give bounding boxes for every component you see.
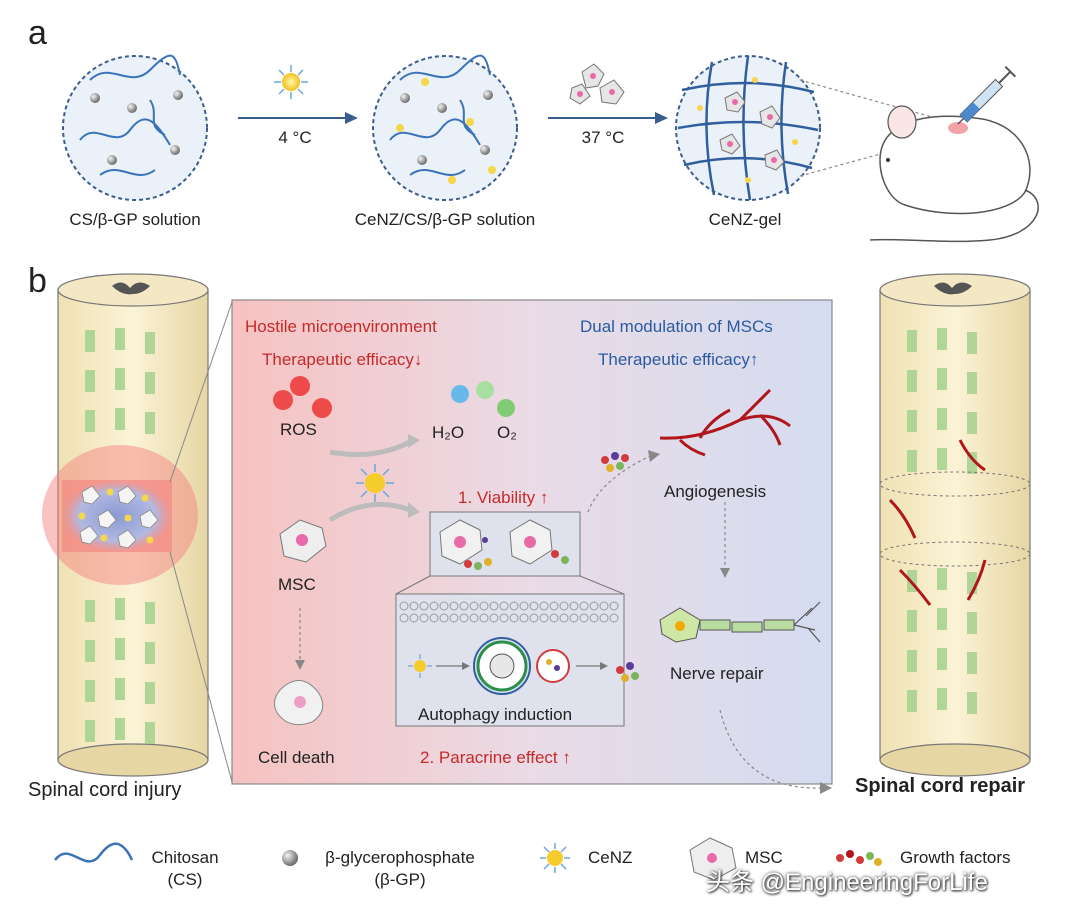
hostile-title: Hostile microenvironment	[245, 317, 437, 336]
msc-cell-left	[279, 519, 327, 563]
bgp-icon	[282, 850, 298, 866]
efficacy-up: Therapeutic efficacy↑	[598, 350, 759, 369]
step3-label: CeNZ-gel	[708, 210, 782, 229]
efficacy-down: Therapeutic efficacy↓	[262, 350, 423, 369]
ros-label: ROS	[280, 420, 317, 439]
legend-chitosan-abbr: (CS)	[167, 870, 203, 889]
panel-a-letter: a	[28, 14, 47, 52]
panel-b-illustration	[42, 273, 1031, 794]
legend-chitosan: Chitosan	[151, 848, 219, 867]
dual-modulation-title: Dual modulation of MSCs	[580, 317, 773, 336]
legend-bgp-abbr: (β-GP)	[374, 870, 426, 889]
spinal-cord-repair-label: Spinal cord repair	[855, 775, 1026, 797]
step1-temperature: 4 °C	[278, 128, 312, 147]
repaired-spinal-cord	[879, 273, 1031, 777]
o2-label: O₂	[497, 423, 517, 442]
step2-label: CeNZ/CS/β-GP solution	[354, 210, 536, 229]
cs-bgp-solution-circle	[62, 54, 208, 201]
legend-icons	[54, 837, 882, 881]
h2o-o2-icon	[451, 381, 515, 417]
legend-msc: MSC	[745, 848, 783, 867]
chitosan-icon	[54, 842, 134, 863]
cenz-center-icon	[356, 464, 394, 502]
neuron-icon	[659, 601, 821, 643]
cell-death-label: Cell death	[258, 748, 335, 767]
legend-growth-factors: Growth factors	[900, 848, 1011, 867]
blood-vessel-icon	[659, 388, 791, 457]
h2o-label: H₂O	[432, 423, 465, 442]
autophagy-label: Autophagy induction	[418, 705, 573, 724]
paracrine-label: 2. Paracrine effect ↑	[420, 748, 571, 767]
dead-cell-icon	[274, 680, 324, 726]
arrow-step1	[238, 65, 358, 124]
msc-label: MSC	[278, 575, 316, 594]
arrow-step2	[548, 63, 668, 124]
panel-a-illustration	[62, 54, 1039, 243]
nerve-repair-label: Nerve repair	[670, 664, 764, 683]
spinal-cord-injury-label: Spinal cord injury	[28, 779, 182, 801]
viability-label: 1. Viability ↑	[458, 488, 549, 507]
legend-cenz: CeNZ	[588, 848, 633, 867]
step1-label: CS/β-GP solution	[69, 210, 201, 229]
step2-temperature: 37 °C	[581, 128, 625, 147]
cenz-cs-bgp-solution-circle	[372, 54, 518, 201]
cenz-gel-circle	[675, 55, 821, 201]
injured-spinal-cord	[42, 273, 209, 777]
mouse-illustration	[869, 66, 1039, 243]
msc-icon	[689, 837, 737, 881]
panel-b-letter: b	[28, 262, 47, 300]
growth-factors-icon	[836, 850, 882, 866]
angiogenesis-label: Angiogenesis	[664, 482, 767, 501]
cenz-icon	[540, 843, 570, 873]
watermark: 头条 @EngineeringForLife	[706, 869, 988, 896]
legend-bgp: β-glycerophosphate	[325, 848, 475, 867]
ros-icon	[273, 376, 332, 418]
